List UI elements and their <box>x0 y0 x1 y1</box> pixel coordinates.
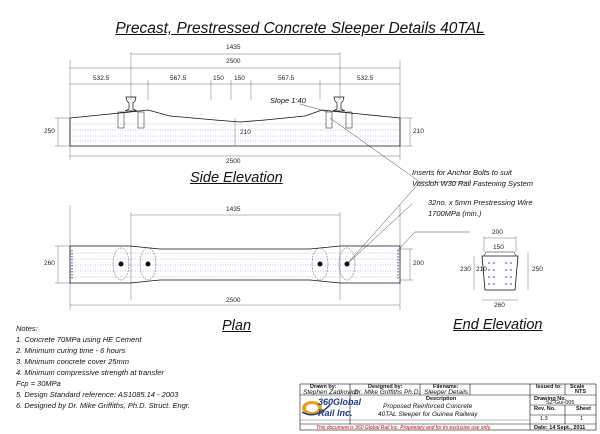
dim-side-height-right: 210 <box>413 128 424 135</box>
dim-end-height-left: 230 <box>460 266 471 273</box>
dim-end-bottom: 260 <box>494 302 505 309</box>
dim-plan-length: 2500 <box>226 297 241 304</box>
note-item: 2. Minimum curing time - 6 hours <box>16 346 126 355</box>
issued-to-label: Issued to: <box>536 384 562 390</box>
end-elevation-drawing <box>473 236 529 301</box>
dim-end-bottom-left: 210 <box>476 266 487 273</box>
dim-plan-width-left: 260 <box>44 260 55 267</box>
note-item: 5. Design Standard reference: AS1085.14 … <box>16 390 179 399</box>
wire-callout-line1: 32no. x 5mm Prestressing Wire <box>428 198 533 207</box>
dim-seg-5: 567.5 <box>278 75 295 82</box>
filename-value: Sleeper Details <box>424 389 469 396</box>
notes-heading: Notes: <box>16 324 38 333</box>
side-elevation-label: Side Elevation <box>190 170 283 186</box>
rev-label: Rev. No. <box>534 406 556 412</box>
dim-seg-4: 150 <box>234 75 245 82</box>
dim-plan-width-right: 200 <box>413 260 424 267</box>
scale-value: NTS <box>575 389 586 395</box>
slope-label: Slope 1:40 <box>270 96 306 105</box>
date-value: Date: 14 Sept., 2011 <box>534 425 586 431</box>
company-logo <box>301 401 331 416</box>
dim-rail-gauge-side: 1435 <box>226 44 241 51</box>
end-elevation-label: End Elevation <box>453 317 543 333</box>
dim-seg-1: 532.5 <box>93 75 110 82</box>
rev-value: 1.3 <box>540 416 548 422</box>
logo-text-line1: 360Global <box>318 397 362 407</box>
drawn-by-label: Drawn by: <box>310 384 337 390</box>
dim-side-height-mid: 210 <box>240 129 251 136</box>
title-block-frame <box>299 383 597 431</box>
designed-by-label: Designed by: <box>368 384 403 390</box>
wire-callout-line2: 1700MPa (min.) <box>428 209 482 218</box>
drawing-no-value: SZ-Gui-005 <box>546 400 575 406</box>
note-item: 6. Designed by Dr. Mike Griffiths, Ph.D.… <box>16 401 191 410</box>
side-elevation-drawing <box>55 52 470 183</box>
drawing-title: Precast, Prestressed Concrete Sleeper De… <box>115 20 485 37</box>
dim-end-height-right: 250 <box>532 266 543 273</box>
filename-label: Filename: <box>433 384 459 390</box>
dim-side-height-left: 250 <box>44 128 55 135</box>
scale-label: Scale <box>570 384 585 390</box>
drawing-no-label: Drawing No. <box>534 396 567 402</box>
note-item: Fcp = 30MPa <box>16 379 61 388</box>
dim-end-top: 200 <box>492 229 503 236</box>
description-line1: Proposed Reinforced Concrete <box>383 403 473 410</box>
dim-seg-3: 150 <box>213 75 224 82</box>
dim-side-length-bottom: 2500 <box>226 158 241 165</box>
note-item: 4. Minimum compressive strength at trans… <box>16 368 164 377</box>
note-item: 1. Concrete 70MPa using HE Cement <box>16 335 142 344</box>
dim-length-side-top: 2500 <box>226 58 241 65</box>
sheet-label: Sheet <box>576 406 591 412</box>
drawn-by-value: Stephen Zadkovich <box>303 389 359 396</box>
inserts-callout-line2: Vossloh W30 Rail Fastening System <box>412 179 534 188</box>
dim-end-inner: 150 <box>493 244 504 251</box>
logo-text-line2: Rail Inc. <box>318 408 353 418</box>
dim-plan-rail: 1435 <box>226 206 241 213</box>
plan-drawing <box>55 181 470 310</box>
dim-seg-2: 567.5 <box>170 75 187 82</box>
dim-seg-6: 532.5 <box>357 75 374 82</box>
note-item: 3. Minimum concrete cover 25mm <box>16 357 129 366</box>
sheet-value: 1 <box>580 416 584 422</box>
plan-label: Plan <box>222 318 252 334</box>
description-label: Description <box>426 396 457 402</box>
inserts-callout-line1: Inserts for Anchor Bolts to suit <box>412 168 512 177</box>
description-line2: 40TAL Sleeper for Guinea Railway <box>378 411 478 418</box>
designed-by-value: Dr. Mike Griffiths Ph.D. <box>354 389 421 396</box>
footer-proprietary: This document is 360 Global Rail Inc. Pr… <box>316 425 491 431</box>
